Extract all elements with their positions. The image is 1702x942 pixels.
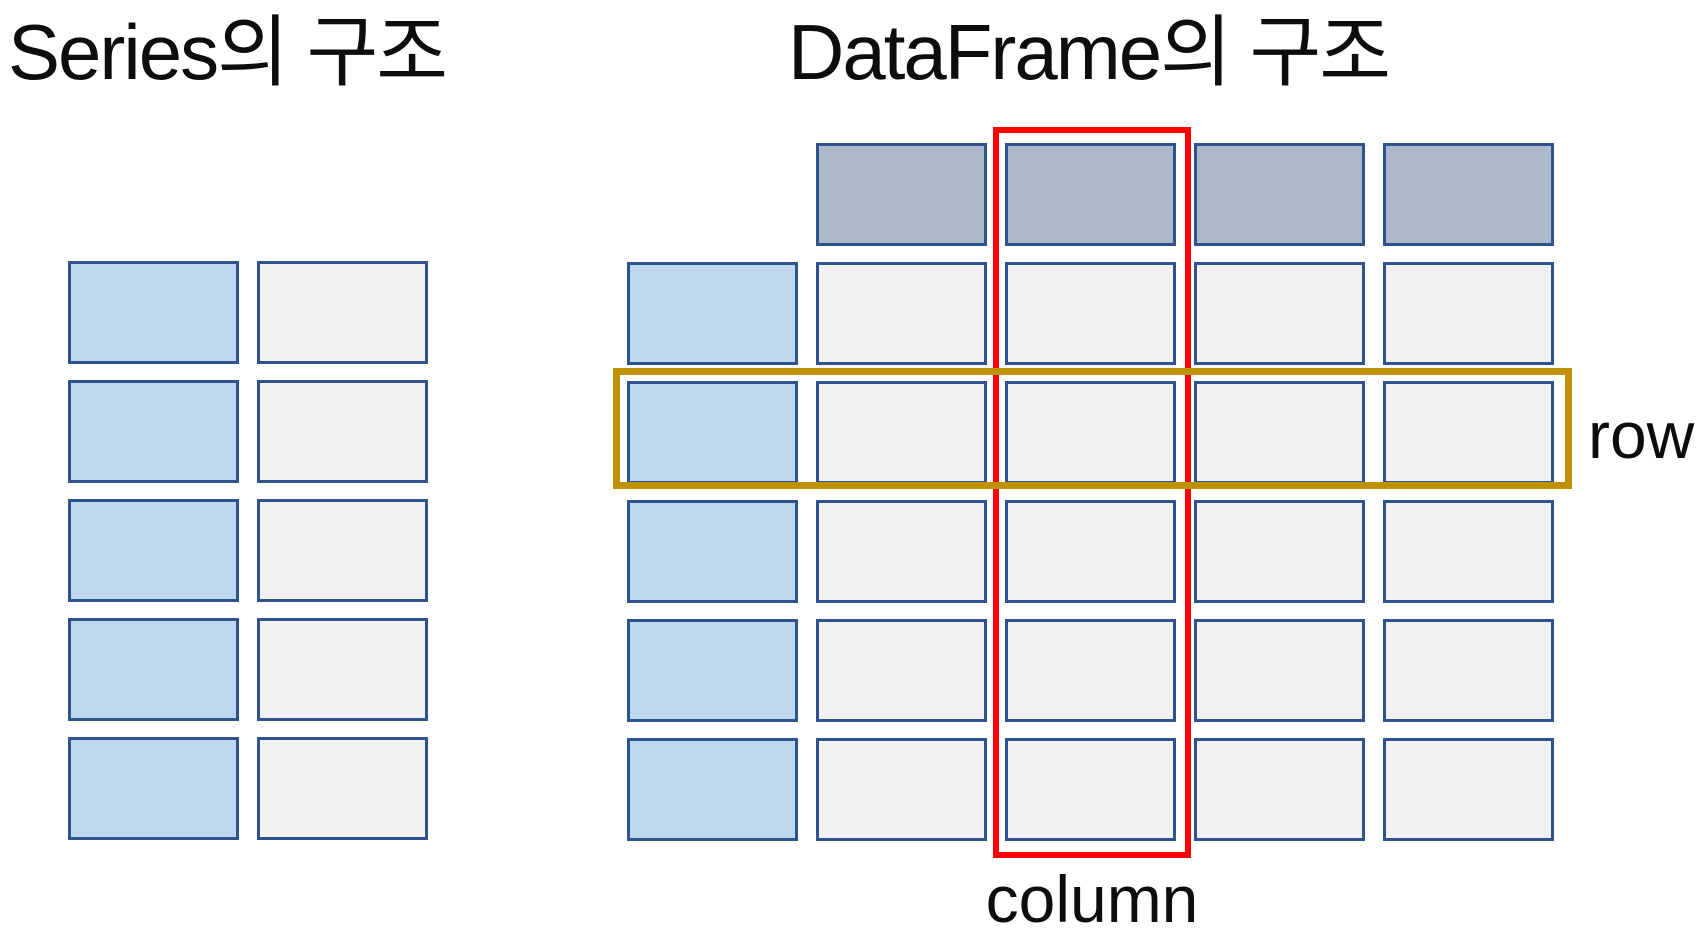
df-value-cell xyxy=(1383,500,1554,603)
df-value-cell xyxy=(816,619,987,722)
df-index-cell xyxy=(627,738,798,841)
df-value-cell xyxy=(1194,738,1365,841)
series-index-cell xyxy=(68,261,239,364)
df-value-cell xyxy=(1383,738,1554,841)
df-header-cell xyxy=(1383,143,1554,246)
df-value-cell xyxy=(1005,262,1176,365)
df-index-cell xyxy=(627,262,798,365)
series-index-cell xyxy=(68,618,239,721)
column-label: column xyxy=(985,862,1199,936)
df-value-cell xyxy=(1383,262,1554,365)
df-value-cell xyxy=(816,262,987,365)
series-index-cell xyxy=(68,499,239,602)
df-value-cell xyxy=(1383,619,1554,722)
series-value-cell xyxy=(257,261,428,364)
df-value-cell xyxy=(1005,500,1176,603)
df-header-cell xyxy=(816,143,987,246)
column-highlight-box xyxy=(993,127,1191,858)
dataframe-diagram xyxy=(627,143,1554,841)
series-index-cell xyxy=(68,380,239,483)
df-value-cell xyxy=(1005,381,1176,484)
df-value-cell xyxy=(1194,500,1365,603)
df-header-cell xyxy=(1194,143,1365,246)
series-title: Series의 구조 xyxy=(8,8,448,96)
series-value-cell xyxy=(257,737,428,840)
df-value-cell xyxy=(816,738,987,841)
df-index-cell xyxy=(627,500,798,603)
series-diagram xyxy=(68,261,428,840)
df-value-cell xyxy=(1005,738,1176,841)
row-label: row xyxy=(1588,398,1695,472)
df-value-cell xyxy=(1194,619,1365,722)
series-value-cell xyxy=(257,499,428,602)
df-value-cell xyxy=(1005,619,1176,722)
series-index-cell xyxy=(68,737,239,840)
df-value-cell xyxy=(816,381,987,484)
df-value-cell xyxy=(1194,262,1365,365)
dataframe-title: DataFrame의 구조 xyxy=(788,8,1391,96)
row-highlight-box xyxy=(613,368,1572,489)
df-value-cell xyxy=(816,500,987,603)
df-index-cell xyxy=(627,381,798,484)
series-value-cell xyxy=(257,380,428,483)
df-index-cell xyxy=(627,619,798,722)
df-value-cell xyxy=(1194,381,1365,484)
series-value-cell xyxy=(257,618,428,721)
df-header-cell xyxy=(1005,143,1176,246)
